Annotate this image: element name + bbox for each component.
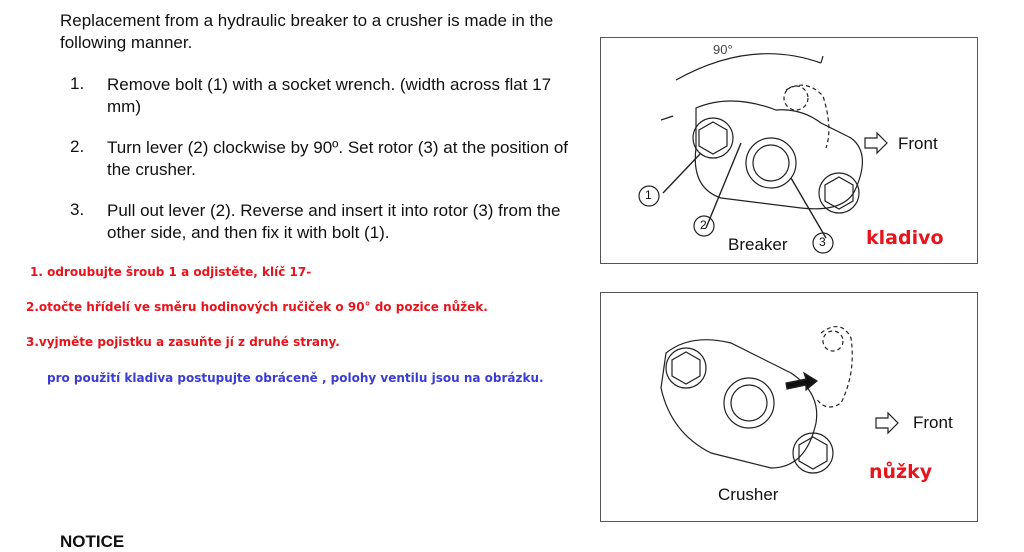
step-text: Pull out lever (2). Reverse and insert i…: [107, 201, 561, 242]
callout-3: 3: [819, 235, 826, 249]
breaker-caption: Breaker: [728, 235, 788, 254]
nuzky-label: nůžky: [869, 461, 933, 483]
step-text: Turn lever (2) clockwise by 90º. Set rot…: [107, 138, 568, 179]
czech-note-1: 1. odroubujte šroub 1 a odjistěte, klíč …: [30, 265, 312, 279]
kladivo-label: kladivo: [866, 227, 944, 249]
front-label: Front: [898, 134, 938, 153]
step-number: 2.: [70, 137, 85, 156]
crusher-caption: Crusher: [718, 485, 779, 504]
breaker-figure: 90° 1 2 3 Front Breaker kladivo: [600, 37, 978, 264]
czech-note-3: 3.vyjměte pojistku a zasuňte jí z druhé …: [26, 335, 340, 349]
callout-2: 2: [700, 218, 707, 232]
callout-1: 1: [645, 188, 652, 202]
czech-note-2: 2.otočte hřídelí ve směru hodinových ruč…: [26, 300, 488, 314]
front-label: Front: [913, 413, 953, 432]
crusher-figure: Front Crusher nůžky: [600, 292, 978, 522]
czech-hammer-note: pro použití kladiva postupujte obráceně …: [47, 371, 544, 385]
angle-label: 90°: [713, 42, 733, 57]
step-number: 3.: [70, 200, 85, 219]
crusher-diagram: [660, 326, 899, 474]
breaker-diagram: [638, 53, 888, 254]
notice-heading: NOTICE: [60, 532, 125, 551]
step-text: Remove bolt (1) with a socket wrench. (w…: [107, 75, 552, 116]
step-number: 1.: [70, 74, 85, 93]
intro-text: Replacement from a hydraulic breaker to …: [60, 11, 554, 52]
